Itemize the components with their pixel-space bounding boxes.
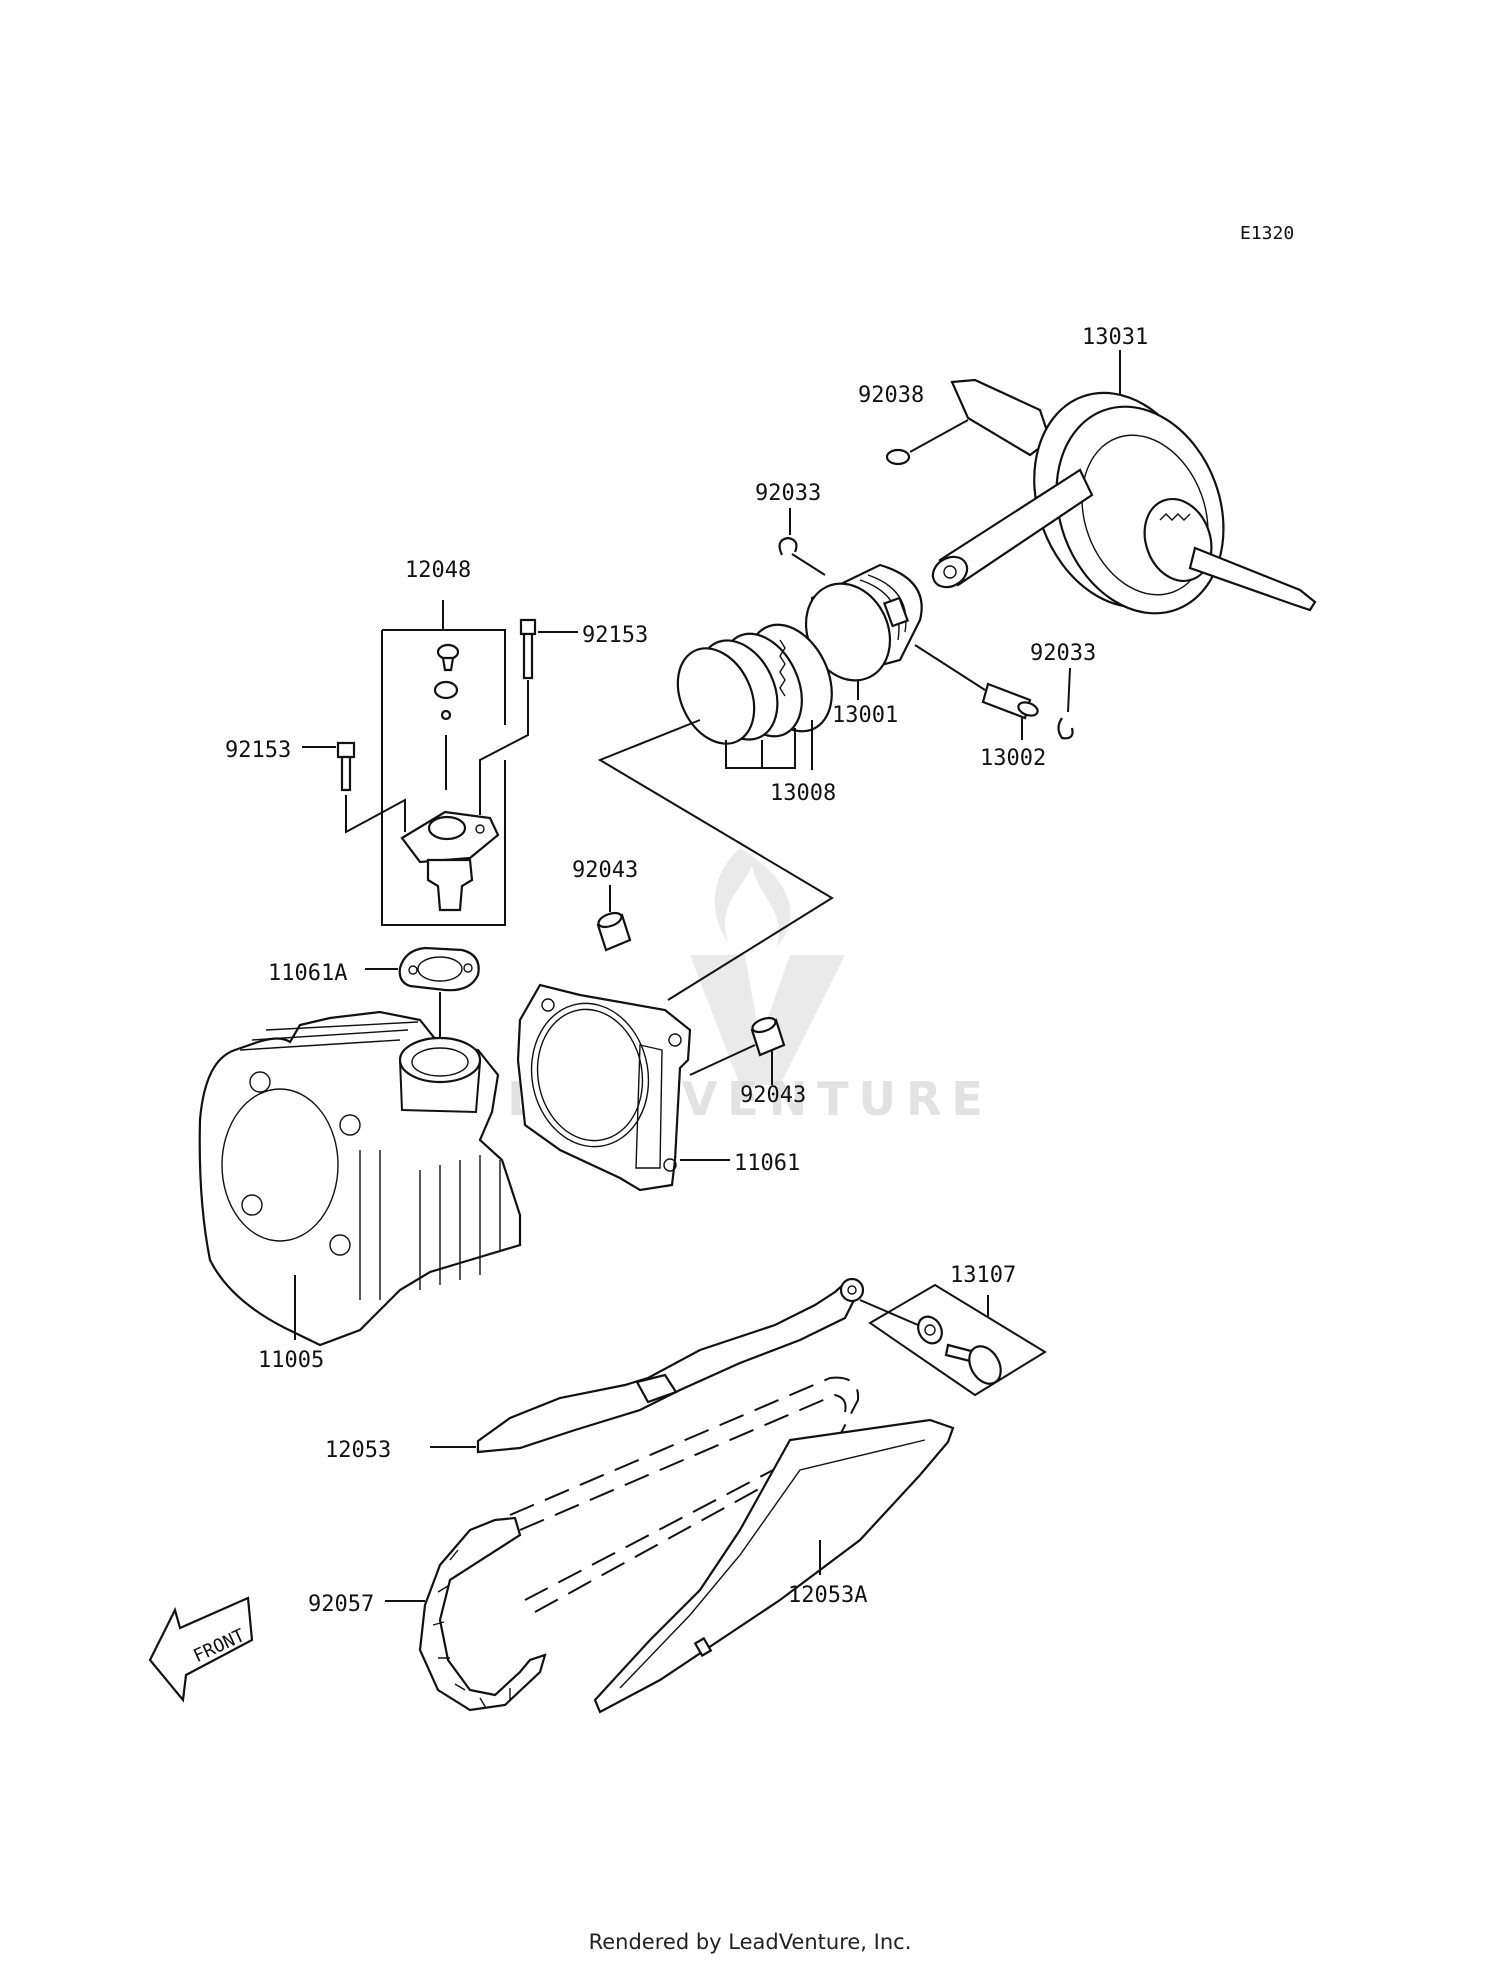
callout-92033-top: 92033 (755, 481, 821, 506)
callout-12053A: 12053A (788, 1583, 867, 1608)
callout-92043-bottom: 92043 (740, 1083, 806, 1108)
callout-92153-top: 92153 (582, 623, 648, 648)
callout-13031: 13031 (1082, 325, 1148, 350)
callout-12048: 12048 (405, 558, 471, 583)
dowel-pin-92043-bottom[interactable] (750, 1015, 786, 1057)
callout-13002: 13002 (980, 746, 1046, 771)
piston-clip-92033-right[interactable] (1057, 717, 1074, 740)
callout-92057: 92057 (308, 1592, 374, 1617)
piston-pin-13002[interactable] (981, 682, 1039, 720)
piston-rings-13008[interactable] (663, 611, 848, 756)
callout-92038: 92038 (858, 383, 924, 408)
front-direction-arrow: FRONT (148, 1596, 254, 1703)
piston-13001[interactable] (791, 563, 923, 694)
bolt-92153-top[interactable] (519, 618, 537, 680)
chain-tensioner-guide-12053[interactable] (476, 1277, 865, 1454)
callout-92033-right: 92033 (1030, 641, 1096, 666)
gasket-11061A[interactable] (398, 946, 480, 992)
tensioner-12048[interactable] (400, 643, 500, 912)
callout-92043-top: 92043 (572, 858, 638, 883)
callout-13001: 13001 (832, 703, 898, 728)
callout-13008: 13008 (770, 781, 836, 806)
piston-clip-92033-top[interactable] (778, 536, 798, 556)
cylinder-11005[interactable] (198, 1010, 522, 1347)
dowel-pin-92043-top[interactable] (596, 910, 632, 952)
cylinder-gasket-11061[interactable] (516, 983, 692, 1192)
chain-guide-12053A[interactable] (593, 1418, 955, 1714)
cam-chain-92057[interactable] (418, 1376, 860, 1712)
footer-credit: Rendered by LeadVenture, Inc. (588, 1930, 912, 1954)
crankshaft-13031[interactable] (927, 369, 1317, 637)
bolt-92153-left[interactable] (336, 741, 356, 792)
diagram-code: E1320 (1240, 223, 1294, 244)
bolt-13107[interactable] (913, 1312, 1007, 1389)
tensioner-group-box (381, 629, 506, 926)
callout-11005: 11005 (258, 1348, 324, 1373)
callout-13107: 13107 (950, 1263, 1016, 1288)
key-92038[interactable] (885, 448, 911, 466)
callout-12053: 12053 (325, 1438, 391, 1463)
callout-11061A: 11061A (268, 961, 347, 986)
callout-92153-left: 92153 (225, 738, 291, 763)
callout-11061: 11061 (734, 1151, 800, 1176)
bolt-set-box (868, 1283, 1047, 1397)
